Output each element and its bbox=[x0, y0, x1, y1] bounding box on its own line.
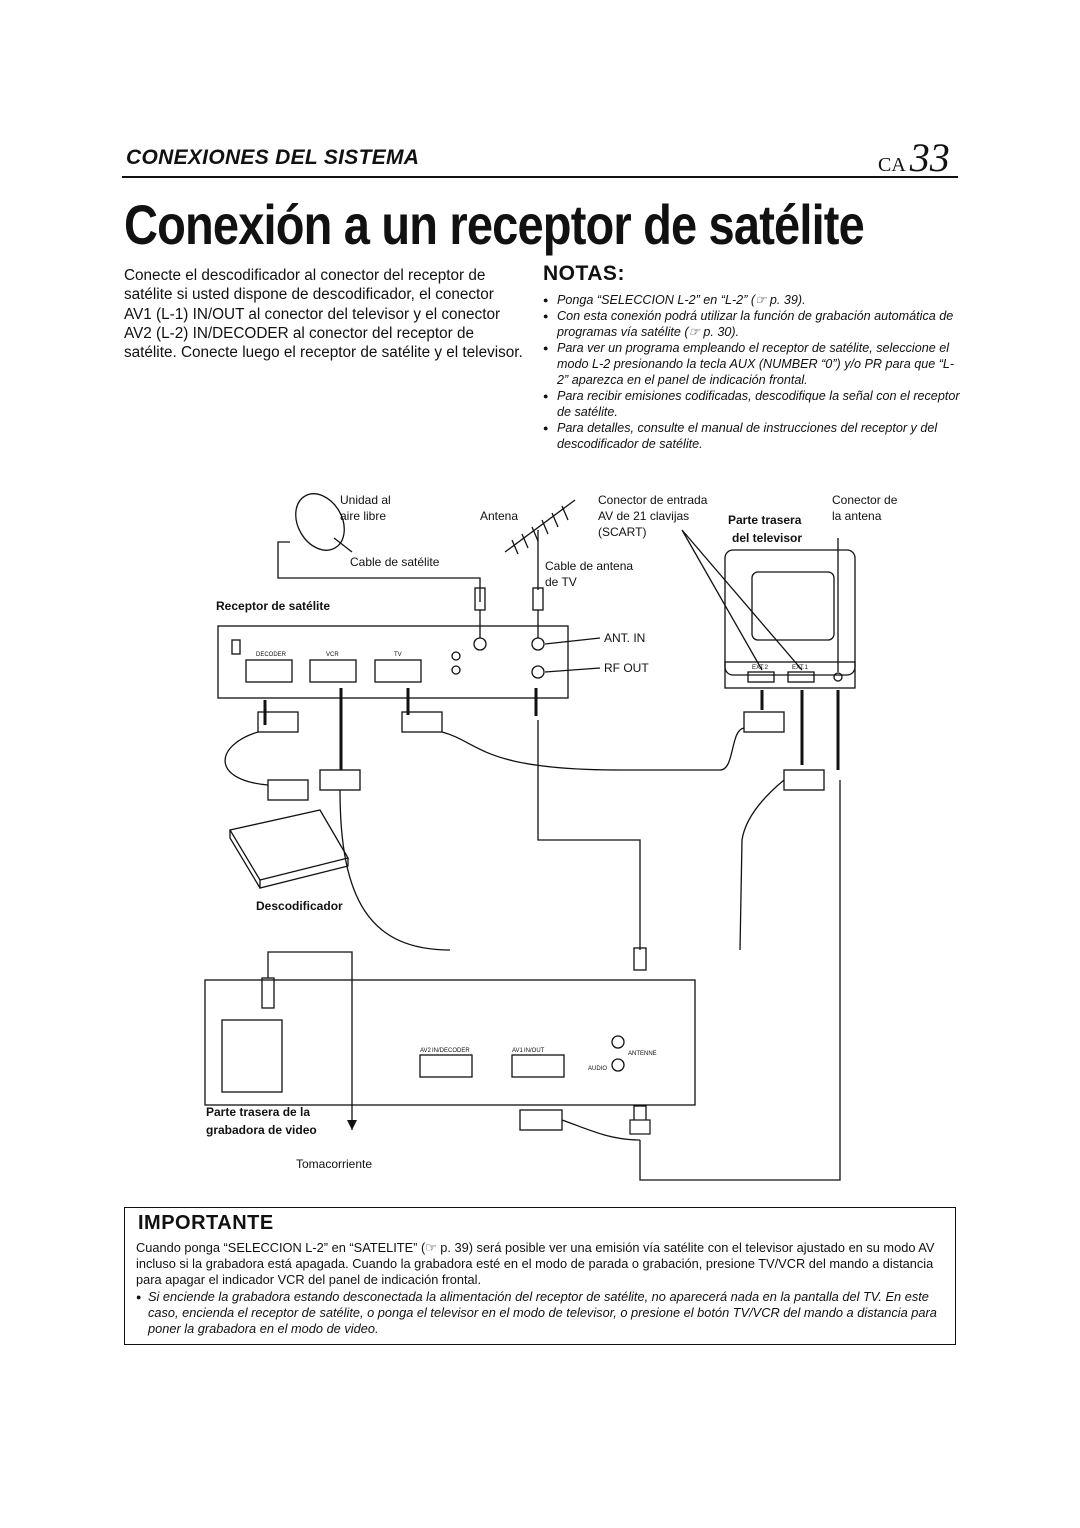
label-port-vcr: VCR bbox=[326, 652, 339, 658]
label-av1-sub: IN/OUT bbox=[524, 1048, 545, 1054]
label-scart-3: (SCART) bbox=[598, 525, 646, 539]
notes-heading: NOTAS: bbox=[543, 262, 625, 285]
label-vcr-rear-2: grabadora de video bbox=[206, 1123, 317, 1137]
label-decoder: Descodificador bbox=[256, 899, 343, 913]
label-port-decoder: DECODER bbox=[256, 652, 287, 658]
label-scart-2: AV de 21 clavijas bbox=[598, 509, 689, 523]
section-title: CONEXIONES DEL SISTEMA bbox=[126, 146, 420, 169]
header-rule bbox=[122, 176, 958, 178]
importante-text: Cuando ponga “SELECCION L-2” en “SATELIT… bbox=[136, 1240, 935, 1288]
page-prefix: CA bbox=[878, 154, 906, 176]
importante-note: Si enciende la grabadora estando descone… bbox=[136, 1289, 948, 1338]
label-tv-rear-2: del televisor bbox=[732, 531, 802, 545]
label-port-tv: TV bbox=[394, 652, 402, 658]
antenna-icon bbox=[504, 499, 576, 590]
note-item: Ponga “SELECCION L-2” en “L-2” (☞ p. 39)… bbox=[543, 292, 961, 308]
label-vcr-rear-1: Parte trasera de la bbox=[206, 1105, 310, 1119]
connection-diagram: Unidad al aire libre Cable de satélite A… bbox=[204, 493, 898, 1181]
label-tv-cable-1: Cable de antena bbox=[545, 559, 633, 573]
note-item: Con esta conexión podrá utilizar la func… bbox=[543, 308, 961, 340]
label-receiver: Receptor de satélite bbox=[216, 599, 330, 613]
television bbox=[724, 549, 856, 689]
note-item: Para recibir emisiones codificadas, desc… bbox=[543, 388, 961, 420]
label-av2-sub: IN/DECODER bbox=[432, 1048, 470, 1054]
satellite-dish-icon bbox=[277, 493, 481, 602]
label-outlet: Tomacorriente bbox=[296, 1157, 372, 1171]
label-dish-1: Unidad al bbox=[340, 493, 391, 507]
label-antenna-conn-1: Conector de bbox=[832, 493, 898, 507]
label-antenna-conn-2: la antena bbox=[832, 509, 882, 523]
label-dish-2: aire libre bbox=[340, 509, 386, 523]
page-number: 33 bbox=[909, 135, 950, 180]
label-scart-1: Conector de entrada bbox=[598, 493, 708, 507]
decoder-box bbox=[228, 809, 349, 889]
label-sat-cable: Cable de satélite bbox=[350, 555, 440, 569]
label-ext1: EXT.1 bbox=[792, 665, 809, 671]
label-rf-out: RF OUT bbox=[604, 661, 649, 675]
label-av1: AV1 bbox=[512, 1048, 524, 1054]
notes-list: Ponga “SELECCION L-2” en “L-2” (☞ p. 39)… bbox=[543, 292, 961, 452]
note-item: Para detalles, consulte el manual de ins… bbox=[543, 420, 961, 452]
label-ext2: EXT.2 bbox=[752, 665, 769, 671]
label-audio: AUDIO bbox=[588, 1066, 607, 1072]
label-ant-in: ANT. IN bbox=[604, 631, 645, 645]
label-antenne: ANTENNE bbox=[628, 1051, 657, 1057]
note-item: Para ver un programa empleando el recept… bbox=[543, 340, 961, 388]
importante-box bbox=[124, 1207, 956, 1345]
vcr-rear bbox=[204, 977, 696, 1106]
label-tv-cable-2: de TV bbox=[545, 575, 577, 589]
label-av2: AV2 bbox=[420, 1048, 432, 1054]
intro-paragraph: Conecte el descodificador al conector de… bbox=[124, 267, 523, 362]
label-antenna: Antena bbox=[480, 509, 518, 523]
importante-heading: IMPORTANTE bbox=[138, 1212, 274, 1234]
page-title: Conexión a un receptor de satélite bbox=[124, 193, 865, 256]
label-tv-rear-1: Parte trasera bbox=[728, 513, 802, 527]
satellite-receiver bbox=[217, 625, 569, 699]
